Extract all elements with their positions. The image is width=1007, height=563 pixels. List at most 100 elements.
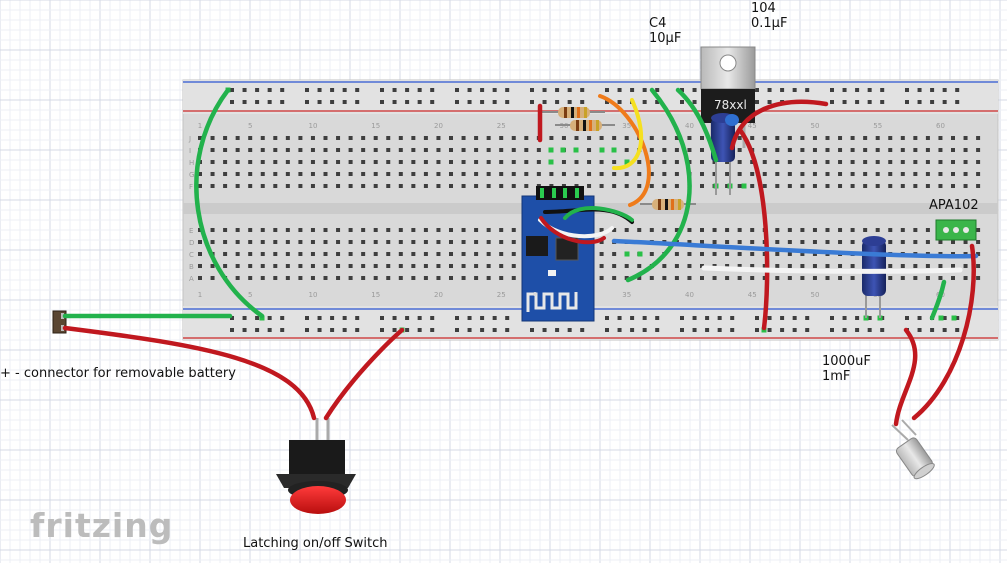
breadboard-hole bbox=[825, 276, 830, 280]
breadboard-hole bbox=[436, 148, 441, 152]
breadboard-hole bbox=[260, 228, 265, 232]
breadboard-hole bbox=[825, 172, 830, 176]
rail-hole bbox=[617, 88, 622, 92]
breadboard-hole bbox=[938, 184, 943, 188]
breadboard-hole bbox=[461, 252, 466, 256]
wire-red-battery[interactable] bbox=[62, 325, 317, 421]
latching-switch[interactable] bbox=[276, 418, 356, 514]
breadboard-hole bbox=[248, 172, 253, 176]
rail-hole bbox=[317, 100, 322, 104]
rail-hole bbox=[730, 316, 735, 320]
breadboard-hole bbox=[499, 228, 504, 232]
resistor-2[interactable] bbox=[555, 120, 615, 131]
breadboard-hole bbox=[838, 240, 843, 244]
rail-hole bbox=[230, 328, 234, 332]
breadboard-hole bbox=[674, 240, 679, 244]
breadboard-hole bbox=[499, 184, 504, 188]
breadboard-hole bbox=[486, 184, 491, 188]
wire-green-esp[interactable] bbox=[563, 206, 634, 222]
breadboard-hole bbox=[812, 228, 817, 232]
breadboard-hole bbox=[587, 148, 592, 152]
breadboard-hole bbox=[210, 184, 215, 188]
breadboard-hole bbox=[561, 136, 566, 140]
breadboard-hole bbox=[499, 264, 504, 268]
wire-green-left-arc[interactable] bbox=[194, 87, 265, 319]
breadboard-hole bbox=[373, 228, 378, 232]
breadboard-hole bbox=[750, 160, 755, 164]
breadboard-hole bbox=[561, 160, 566, 164]
breadboard-hole bbox=[511, 172, 516, 176]
rail-hole bbox=[230, 316, 234, 320]
wire-red-switch[interactable] bbox=[323, 327, 405, 421]
breadboard-hole bbox=[198, 264, 202, 268]
breadboard-hole bbox=[235, 252, 240, 256]
breadboard-hole bbox=[273, 264, 278, 268]
breadboard-hole bbox=[223, 172, 228, 176]
rail-hole bbox=[830, 88, 834, 92]
fritzing-logo: fritzing bbox=[30, 506, 174, 545]
column-number: 15 bbox=[371, 122, 380, 130]
breadboard-hole bbox=[750, 184, 755, 188]
wire-green-apa[interactable] bbox=[929, 279, 947, 321]
rail-hole bbox=[505, 88, 510, 92]
breadboard-hole bbox=[323, 228, 328, 232]
wire-green-reg[interactable] bbox=[675, 87, 719, 163]
breadboard-hole bbox=[900, 264, 905, 268]
breadboard-hole bbox=[925, 160, 930, 164]
breadboard-hole bbox=[900, 160, 905, 164]
breadboard-hole bbox=[273, 184, 278, 188]
rail-hole bbox=[792, 316, 797, 320]
wire-red-reg-top[interactable] bbox=[729, 99, 829, 151]
breadboard-hole bbox=[737, 184, 742, 188]
breadboard-hole bbox=[398, 160, 403, 164]
breadboard-hole bbox=[913, 184, 918, 188]
rail-hole bbox=[530, 88, 534, 92]
breadboard-hole bbox=[223, 240, 228, 244]
wire-orange[interactable] bbox=[598, 94, 651, 207]
wire-white-long[interactable] bbox=[701, 265, 963, 274]
breadboard-hole bbox=[900, 148, 905, 152]
breadboard-hole bbox=[310, 276, 315, 280]
led-component[interactable] bbox=[891, 419, 936, 481]
breadboard-hole bbox=[411, 228, 416, 232]
breadboard-hole bbox=[348, 264, 353, 268]
wire-blue[interactable] bbox=[611, 238, 979, 259]
capacitor-104[interactable] bbox=[725, 114, 739, 126]
wire-red-apa[interactable] bbox=[911, 243, 976, 421]
apa102-connector[interactable] bbox=[935, 219, 977, 241]
breadboard-hole bbox=[323, 160, 328, 164]
breadboard-hole bbox=[825, 160, 830, 164]
breadboard-hole bbox=[273, 148, 278, 152]
rail-hole bbox=[305, 328, 309, 332]
breadboard-hole bbox=[423, 228, 428, 232]
rail-hole bbox=[567, 328, 572, 332]
breadboard-hole bbox=[875, 160, 880, 164]
breadboard-hole bbox=[499, 148, 504, 152]
battery-connector[interactable] bbox=[52, 310, 67, 334]
breadboard-hole bbox=[235, 136, 240, 140]
resistor-1[interactable] bbox=[540, 107, 605, 118]
breadboard-hole bbox=[373, 148, 378, 152]
wire-red-esp[interactable] bbox=[539, 216, 606, 245]
resistor-3[interactable] bbox=[640, 199, 696, 210]
rail-hole bbox=[792, 88, 797, 92]
wire-red-led[interactable] bbox=[893, 327, 918, 427]
rail-hole bbox=[342, 328, 347, 332]
breadboard-hole bbox=[499, 276, 504, 280]
breadboard-hole bbox=[386, 136, 391, 140]
breadboard-hole bbox=[888, 172, 893, 176]
rail-hole bbox=[305, 316, 309, 320]
breadboard-hole bbox=[461, 264, 466, 268]
wire-yellow[interactable] bbox=[612, 98, 644, 171]
breadboard-hole bbox=[248, 148, 253, 152]
esp01-module[interactable] bbox=[521, 186, 595, 322]
rail-hole bbox=[792, 328, 797, 332]
wire-green-esp-arc[interactable] bbox=[625, 87, 692, 283]
breadboard-hole bbox=[762, 148, 767, 152]
rail-hole bbox=[455, 328, 459, 332]
wire-red-long[interactable] bbox=[737, 127, 770, 331]
breadboard-hole bbox=[850, 172, 855, 176]
breadboard-hole bbox=[273, 276, 278, 280]
rail-hole bbox=[680, 328, 684, 332]
breadboard-hole bbox=[574, 172, 579, 176]
